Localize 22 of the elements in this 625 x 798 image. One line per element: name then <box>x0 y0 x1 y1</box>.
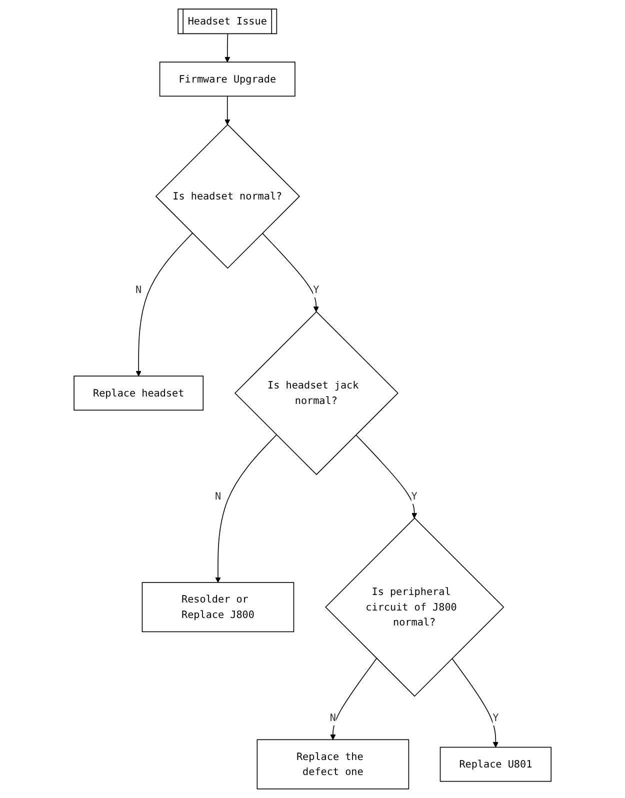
edge-label: Y <box>313 284 320 296</box>
arrow <box>224 34 230 62</box>
arrow <box>262 232 319 312</box>
node-diamond: Is headset jack normal? <box>234 311 398 476</box>
node-box: Firmware Upgrade <box>159 62 296 97</box>
node-box: Replace the defect one <box>256 739 410 790</box>
node-box: Replace U801 <box>440 746 552 782</box>
edge-label: N <box>135 284 142 296</box>
node-box: Resolder or Replace J800 <box>142 582 294 632</box>
arrow <box>330 658 377 740</box>
node-box: Replace headset <box>74 376 204 411</box>
edge-label: N <box>330 712 336 724</box>
arrow <box>224 96 230 125</box>
arrow <box>136 232 193 376</box>
node-diamond: Is headset normal? <box>155 124 300 269</box>
arrow <box>452 658 498 748</box>
edge-label: Y <box>411 490 418 502</box>
edge-label: Y <box>492 712 499 724</box>
edge-label: N <box>214 490 221 502</box>
arrow <box>215 434 277 583</box>
node-diamond: Is peripheral circuit of J800 normal? <box>324 518 504 697</box>
arrow <box>355 434 417 518</box>
